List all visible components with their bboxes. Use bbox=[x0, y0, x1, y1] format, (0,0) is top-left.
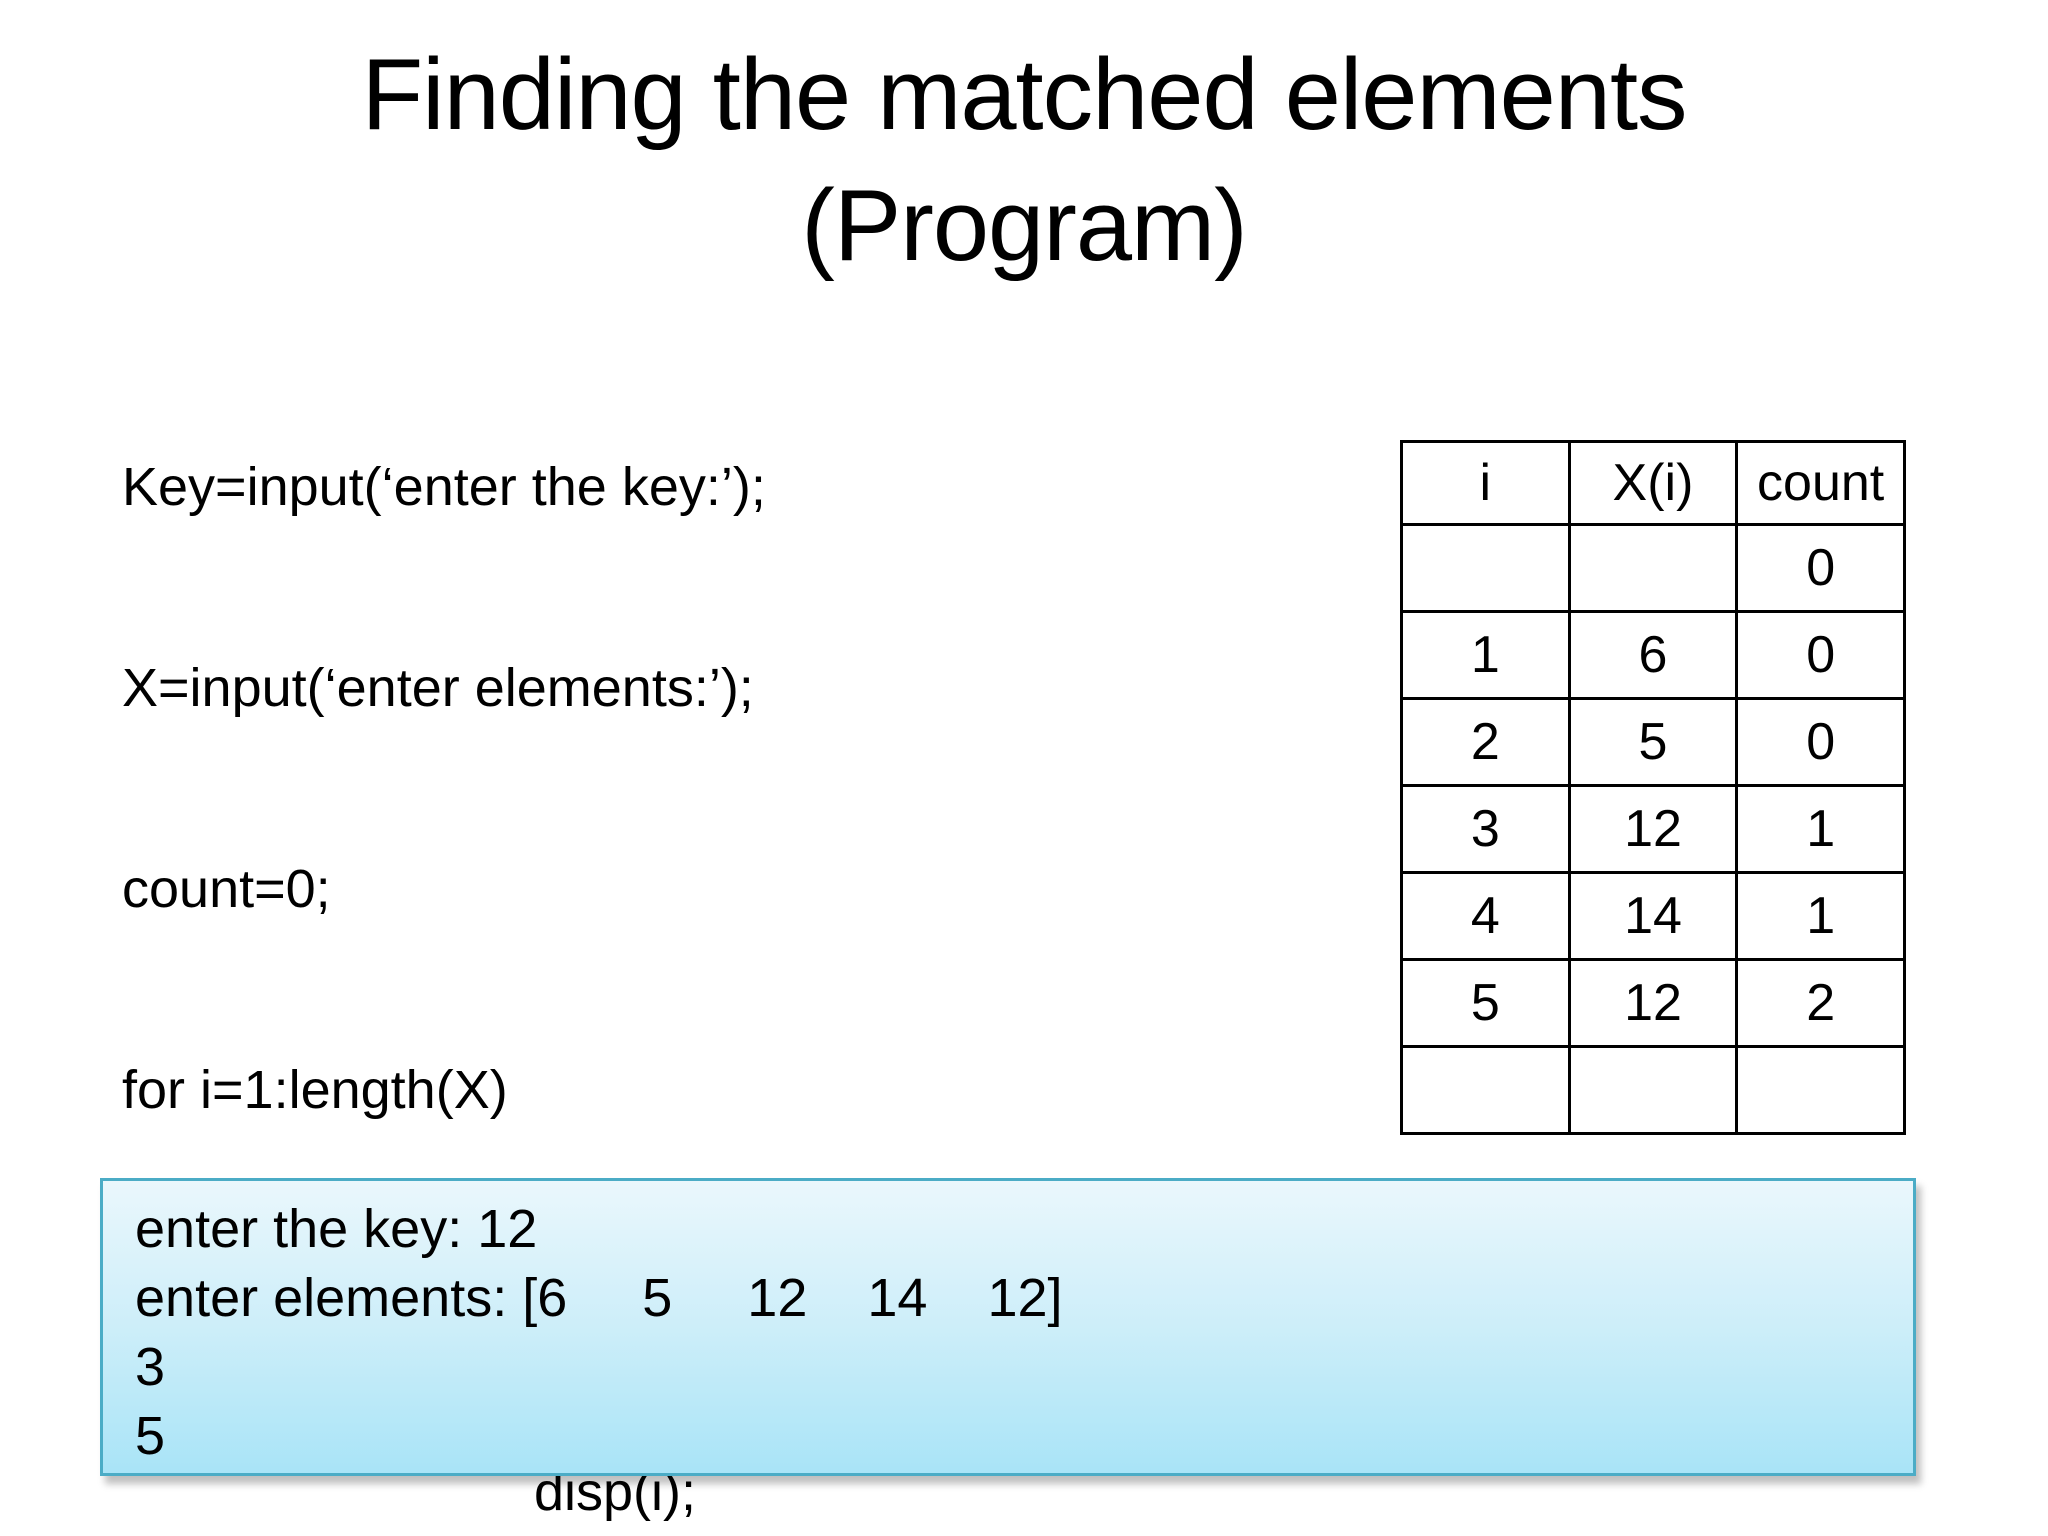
trace-table-header-row: i X(i) count bbox=[1400, 440, 1906, 526]
table-cell bbox=[1400, 523, 1571, 613]
page-title-line1: Finding the matched elements bbox=[361, 39, 1687, 151]
trace-table: i X(i) count 0 1 6 0 2 5 0 3 bbox=[1400, 440, 1906, 1135]
page-title-line2: (Program) bbox=[801, 170, 1248, 282]
table-cell bbox=[1567, 1045, 1739, 1135]
table-cell: 0 bbox=[1735, 523, 1906, 613]
table-cell: 6 bbox=[1567, 610, 1739, 700]
table-row bbox=[1400, 1045, 1906, 1135]
table-cell: 2 bbox=[1400, 697, 1571, 787]
table-row: 0 bbox=[1400, 523, 1906, 613]
table-cell: 14 bbox=[1567, 871, 1739, 961]
trace-table-header-i: i bbox=[1400, 440, 1571, 526]
console-output-line-1: enter the key: 12 bbox=[135, 1199, 538, 1259]
table-cell: 5 bbox=[1567, 697, 1739, 787]
console-output-line-4: 5 bbox=[135, 1406, 166, 1466]
console-output-line-3: 3 bbox=[135, 1337, 166, 1397]
trace-table-header-xi: X(i) bbox=[1567, 440, 1739, 526]
table-cell: 12 bbox=[1567, 958, 1739, 1048]
console-output-line-2: enter elements: [6 5 12 14 12] bbox=[135, 1268, 1063, 1328]
table-cell bbox=[1567, 523, 1739, 613]
table-cell: 0 bbox=[1735, 610, 1906, 700]
console-output-box: enter the key: 12 enter elements: [6 5 1… bbox=[100, 1178, 1916, 1476]
table-row: 3 12 1 bbox=[1400, 784, 1906, 874]
table-cell bbox=[1735, 1045, 1906, 1135]
code-line-1: Key=input(‘enter the key:’); bbox=[122, 457, 766, 517]
table-row: 1 6 0 bbox=[1400, 610, 1906, 700]
table-cell: 1 bbox=[1735, 784, 1906, 874]
table-cell bbox=[1400, 1045, 1571, 1135]
table-cell: 1 bbox=[1400, 610, 1571, 700]
code-line-4: for i=1:length(X) bbox=[122, 1060, 508, 1120]
table-cell: 5 bbox=[1400, 958, 1571, 1048]
table-row: 4 14 1 bbox=[1400, 871, 1906, 961]
table-cell: 3 bbox=[1400, 784, 1571, 874]
table-row: 2 5 0 bbox=[1400, 697, 1906, 787]
table-cell: 12 bbox=[1567, 784, 1739, 874]
table-row: 5 12 2 bbox=[1400, 958, 1906, 1048]
table-cell: 2 bbox=[1735, 958, 1906, 1048]
trace-table-header-count: count bbox=[1735, 440, 1906, 526]
code-line-2: X=input(‘enter elements:’); bbox=[122, 658, 754, 718]
table-cell: 1 bbox=[1735, 871, 1906, 961]
page-title: Finding the matched elements (Program) bbox=[0, 30, 2048, 292]
code-line-3: count=0; bbox=[122, 859, 331, 919]
table-cell: 0 bbox=[1735, 697, 1906, 787]
table-cell: 4 bbox=[1400, 871, 1571, 961]
